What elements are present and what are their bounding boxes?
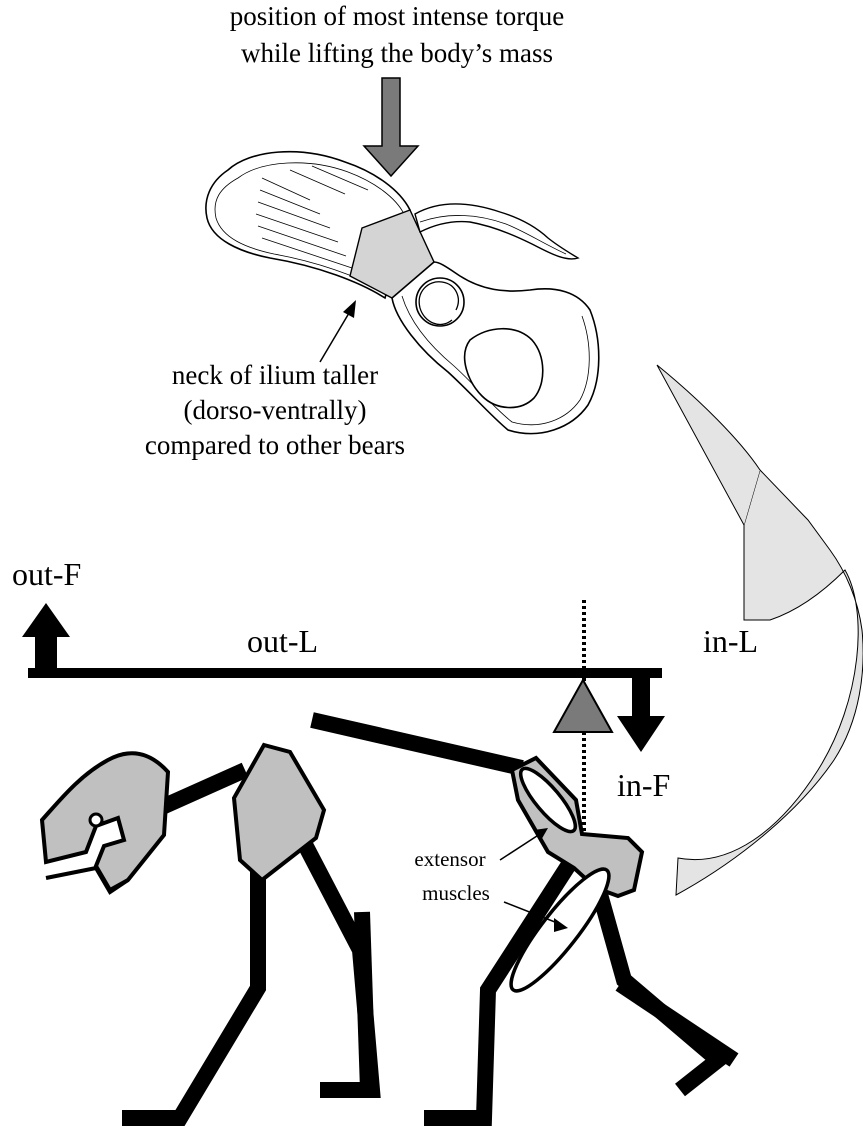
top-label-line2: while lifting the body’s mass	[241, 38, 553, 68]
in-force-arrow	[617, 678, 665, 752]
acetabulum	[416, 278, 464, 326]
bear-eye	[90, 814, 102, 826]
muscle-label-line2: muscles	[422, 881, 490, 905]
neck-pointer-arrow	[320, 300, 356, 362]
in-force-label: in-F	[617, 767, 670, 803]
hind-leg-2	[596, 880, 718, 1090]
ilium-label-line2: (dorso-ventrally)	[184, 395, 367, 425]
top-label-line1: position of most intense torque	[230, 1, 564, 31]
out-length-label: out-L	[247, 623, 318, 659]
in-length-label: in-L	[703, 623, 758, 659]
out-force-label: out-F	[12, 556, 81, 592]
fulcrum-triangle	[554, 680, 612, 732]
pelvis-tail	[415, 204, 578, 259]
lever-bar	[28, 668, 662, 678]
front-leg-1	[122, 830, 258, 1118]
ilium-label-line3: compared to other bears	[145, 430, 405, 460]
curved-arrow	[676, 470, 863, 895]
torque-arrow	[364, 78, 418, 176]
muscle-label-line1: extensor	[414, 847, 485, 871]
ilium-label-line1: neck of ilium taller	[172, 360, 378, 390]
out-force-arrow	[22, 603, 70, 675]
pelvis-drawing	[206, 152, 599, 434]
bear-head	[42, 753, 168, 890]
